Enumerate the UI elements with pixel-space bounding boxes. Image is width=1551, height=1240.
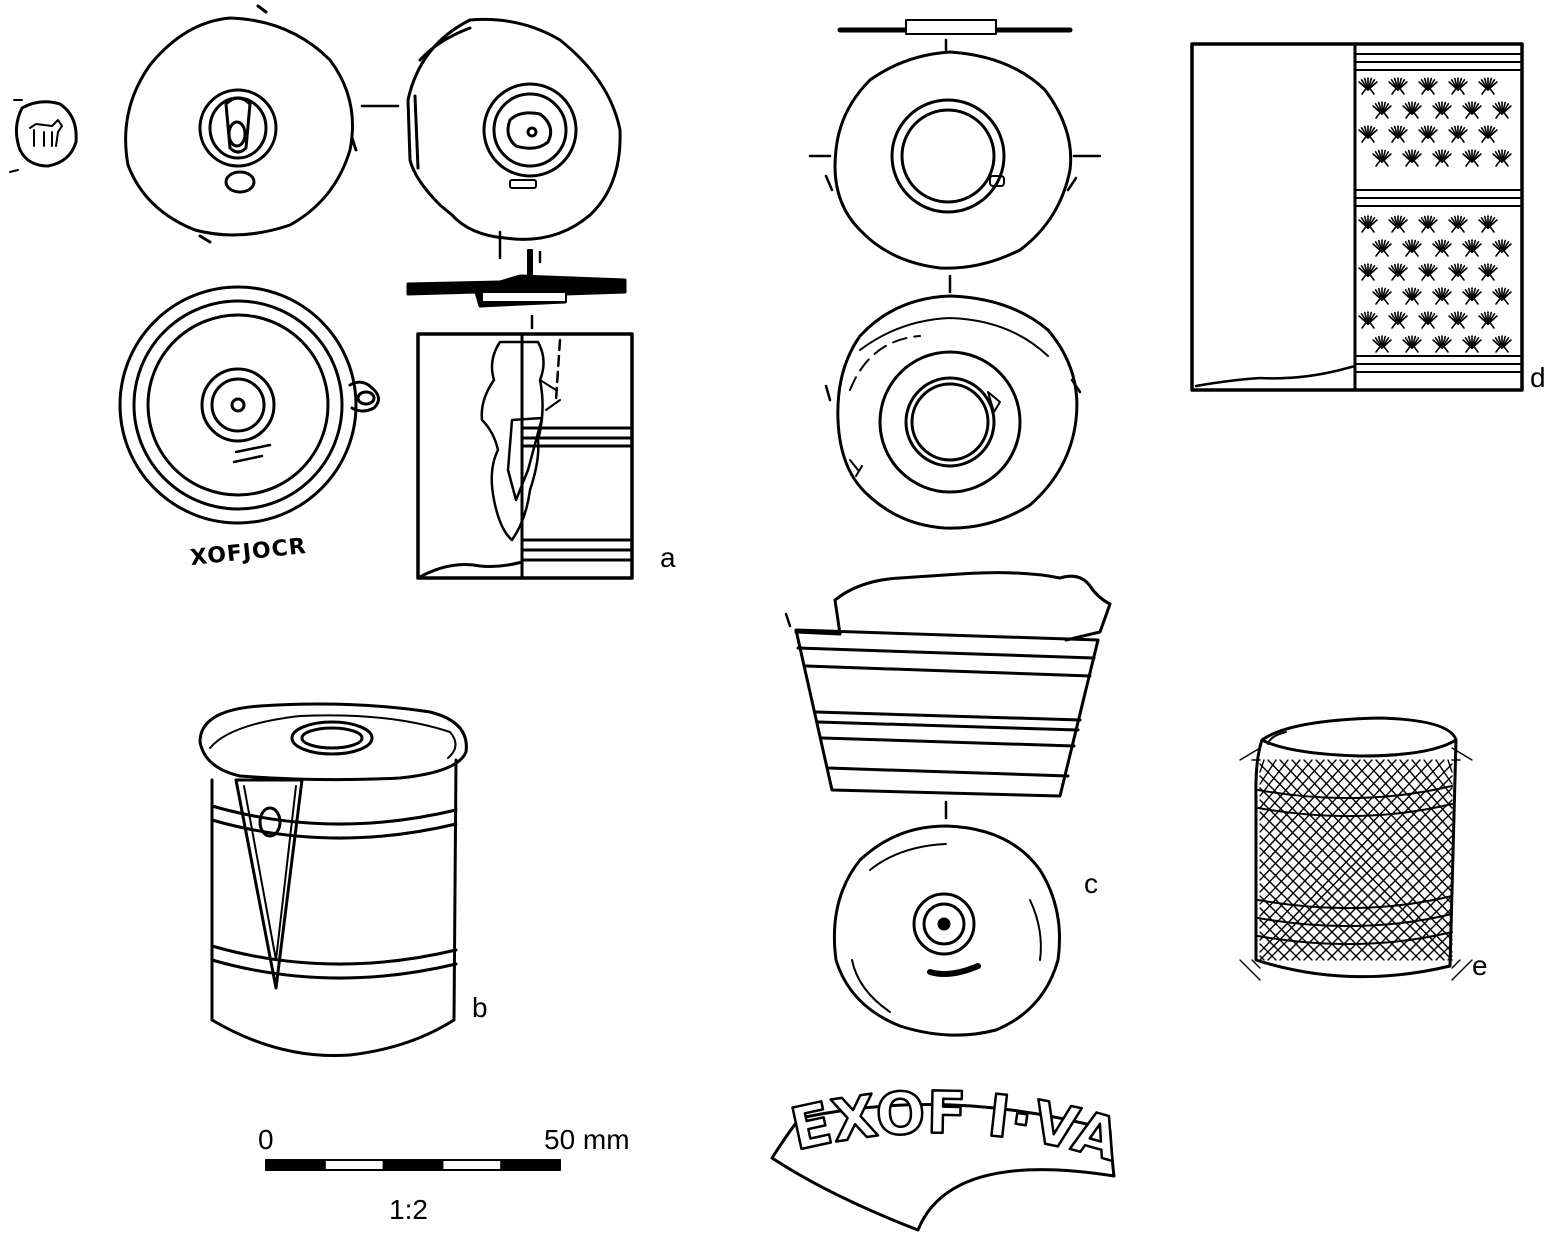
svg-text:EXOF I·VA: EXOF I·VA <box>785 1078 1128 1174</box>
lid-c-underside <box>824 294 1082 530</box>
object-b <box>198 702 468 1058</box>
label-b: b <box>472 992 488 1023</box>
object-c <box>784 19 1112 1037</box>
scale-bar <box>265 1159 562 1171</box>
scale-start-label: 0 <box>258 1124 274 1155</box>
object-d <box>1190 42 1524 392</box>
label-a: a <box>660 542 676 573</box>
lid-section <box>406 249 627 308</box>
scale-ratio-label: 1:2 <box>389 1194 428 1225</box>
label-d: d <box>1530 362 1546 393</box>
label-e: e <box>1472 950 1488 981</box>
object-e <box>1239 716 1473 981</box>
stamp-c: EXOF I·VA <box>770 1077 1129 1232</box>
stamp-c-text: EXOF I·VA <box>784 1077 1129 1176</box>
scale-end-label: 50 mm <box>544 1124 630 1155</box>
lid-underside <box>124 4 358 244</box>
label-c: c <box>1084 868 1098 899</box>
base-view <box>118 285 380 525</box>
lid-top <box>406 17 622 241</box>
object-a <box>9 4 634 580</box>
lid-c-top <box>808 50 1102 270</box>
animal-stamp-fragment <box>9 99 78 173</box>
side-profile-c <box>784 571 1112 798</box>
side-profile <box>416 314 634 580</box>
base-c <box>832 824 1062 1037</box>
